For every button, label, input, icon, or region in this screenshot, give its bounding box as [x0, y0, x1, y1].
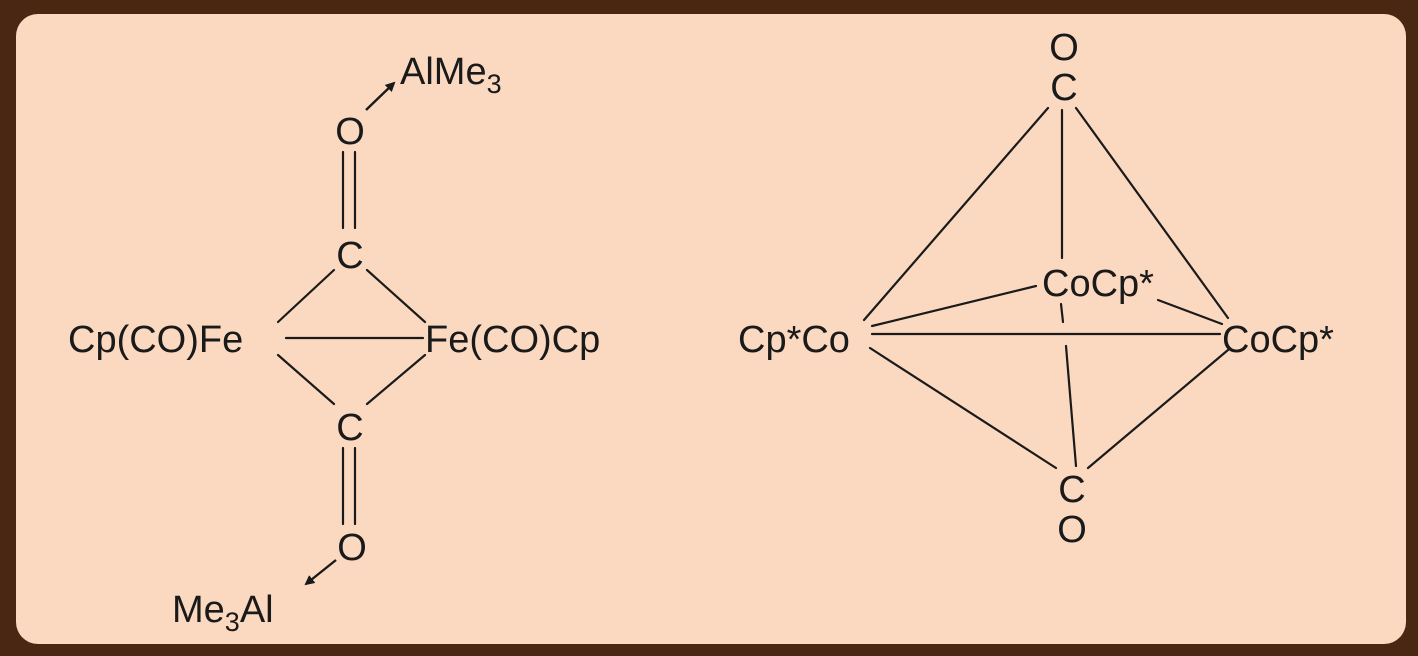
- cluster-top-carbon-label: C: [1050, 67, 1077, 109]
- top-almex-subscript: 3: [487, 69, 502, 99]
- cluster-bond-leftco-centerco: [870, 284, 1038, 328]
- cluster-bond-centerco-bottomc-upper: [1059, 302, 1065, 324]
- top-almex-label: AlMe3: [400, 51, 502, 99]
- cluster-center-co-label: CoCp*: [1042, 263, 1154, 305]
- figure-panel: [16, 14, 1406, 644]
- top-oxygen-label: O: [335, 111, 365, 153]
- bottom-me3al-label: Me3Al: [172, 589, 274, 637]
- bottom-me3al-al: Al: [240, 589, 274, 631]
- bottom-oxygen-label: O: [337, 527, 367, 569]
- cluster-bond-centerco-bottomc-lower: [1064, 344, 1078, 468]
- bottom-me3al-subscript: 3: [225, 607, 240, 637]
- cluster-bond-rightco-bottomc: [1086, 348, 1230, 470]
- bridge-bond-bottom-right: [365, 353, 427, 406]
- left-fe-label: Cp(CO)Fe: [68, 319, 243, 361]
- bottom-me3al-me: Me: [172, 589, 225, 631]
- cluster-bond-topc-rightco: [1074, 106, 1230, 320]
- cluster-bond-centerco-rightco: [1156, 298, 1224, 326]
- bridge-bond-top-left: [276, 268, 336, 324]
- top-dative-arrow: [365, 81, 396, 111]
- bottom-carbon-label: C: [336, 407, 363, 449]
- tricobalt-cluster: O C CoCp* Cp*Co CoCp* C O: [738, 27, 1334, 551]
- cluster-bond-leftco-bottomc: [868, 346, 1058, 470]
- diiron-complex: AlMe3 O C Cp(CO)Fe Fe(CO)Cp C: [68, 51, 600, 637]
- right-fe-label: Fe(CO)Cp: [425, 319, 600, 361]
- cluster-bottom-oxygen-label: O: [1057, 509, 1087, 551]
- top-almex-text: AlMe: [400, 51, 487, 93]
- cluster-bottom-carbon-label: C: [1058, 469, 1085, 511]
- cluster-top-oxygen-label: O: [1049, 27, 1079, 69]
- cluster-bond-topc-leftco: [862, 106, 1050, 322]
- top-carbon-label: C: [336, 235, 363, 277]
- cluster-left-co-label: Cp*Co: [738, 319, 850, 361]
- bridge-bond-top-right: [365, 268, 427, 324]
- bridge-bond-bottom-left: [276, 353, 336, 406]
- bottom-dative-arrow: [304, 559, 337, 586]
- cluster-right-co-label: CoCp*: [1222, 319, 1334, 361]
